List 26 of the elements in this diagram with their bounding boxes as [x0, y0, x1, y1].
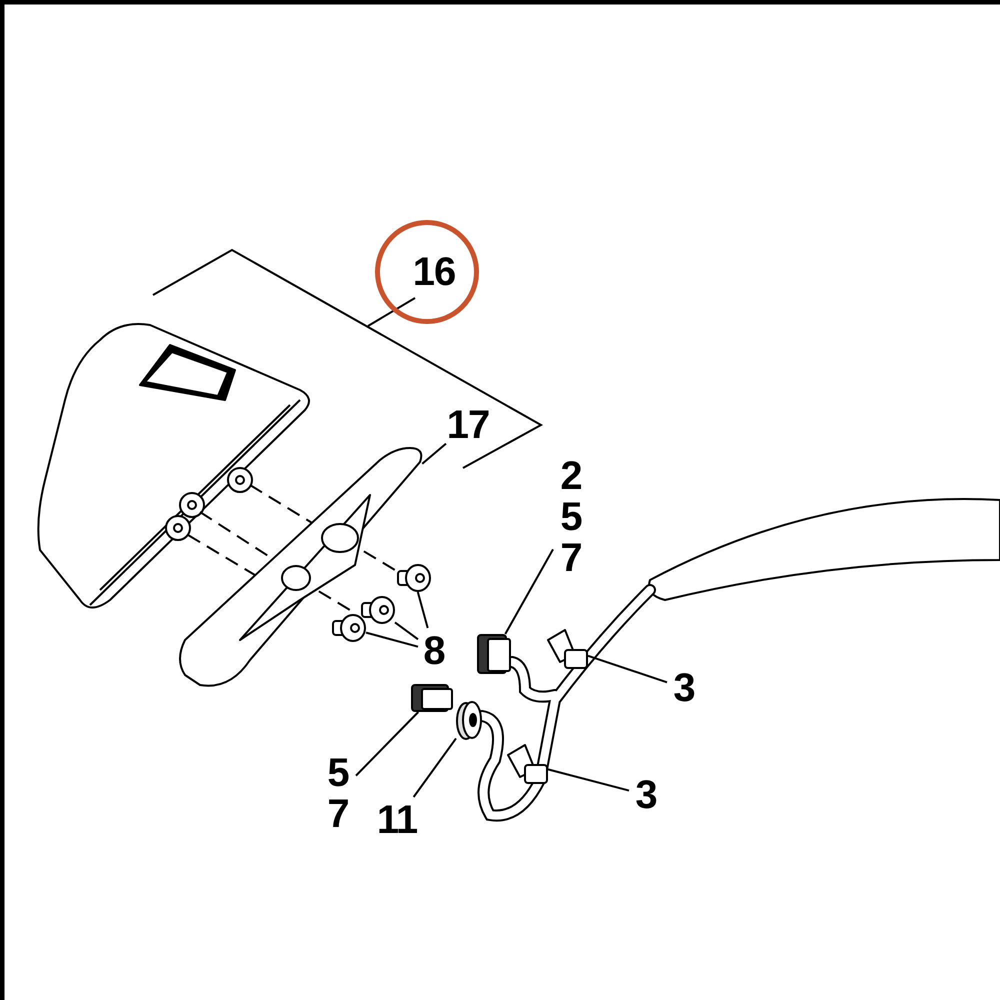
- clip-drawing: [507, 744, 548, 784]
- screw-drawing: [332, 614, 366, 642]
- leader-line: [588, 654, 668, 684]
- leader-line: [355, 711, 419, 776]
- callout-number: 8: [418, 628, 450, 674]
- screw-drawing: [397, 564, 431, 592]
- callout-number: 2 5 7: [553, 455, 589, 580]
- leader-line: [422, 442, 447, 465]
- leader-line: [366, 632, 418, 648]
- callout-number: 11: [374, 797, 420, 843]
- leader-line: [394, 622, 419, 640]
- leader-line: [504, 548, 554, 634]
- callout-number: 5 7: [320, 752, 356, 836]
- leader-line: [548, 768, 630, 792]
- callout-number: 17: [446, 402, 490, 448]
- leader-line: [416, 592, 429, 628]
- connector-drawing: [477, 634, 511, 674]
- circled-callout-number: 16: [375, 220, 479, 324]
- clip-drawing: [547, 629, 588, 669]
- callout-number: 3: [667, 665, 701, 711]
- callout-number: 3: [629, 772, 663, 818]
- grommet-drawing: [456, 701, 482, 740]
- leader-line: [367, 297, 416, 327]
- leader-line: [412, 738, 457, 798]
- screw-drawing: [361, 596, 395, 624]
- connector-drawing: [411, 684, 453, 712]
